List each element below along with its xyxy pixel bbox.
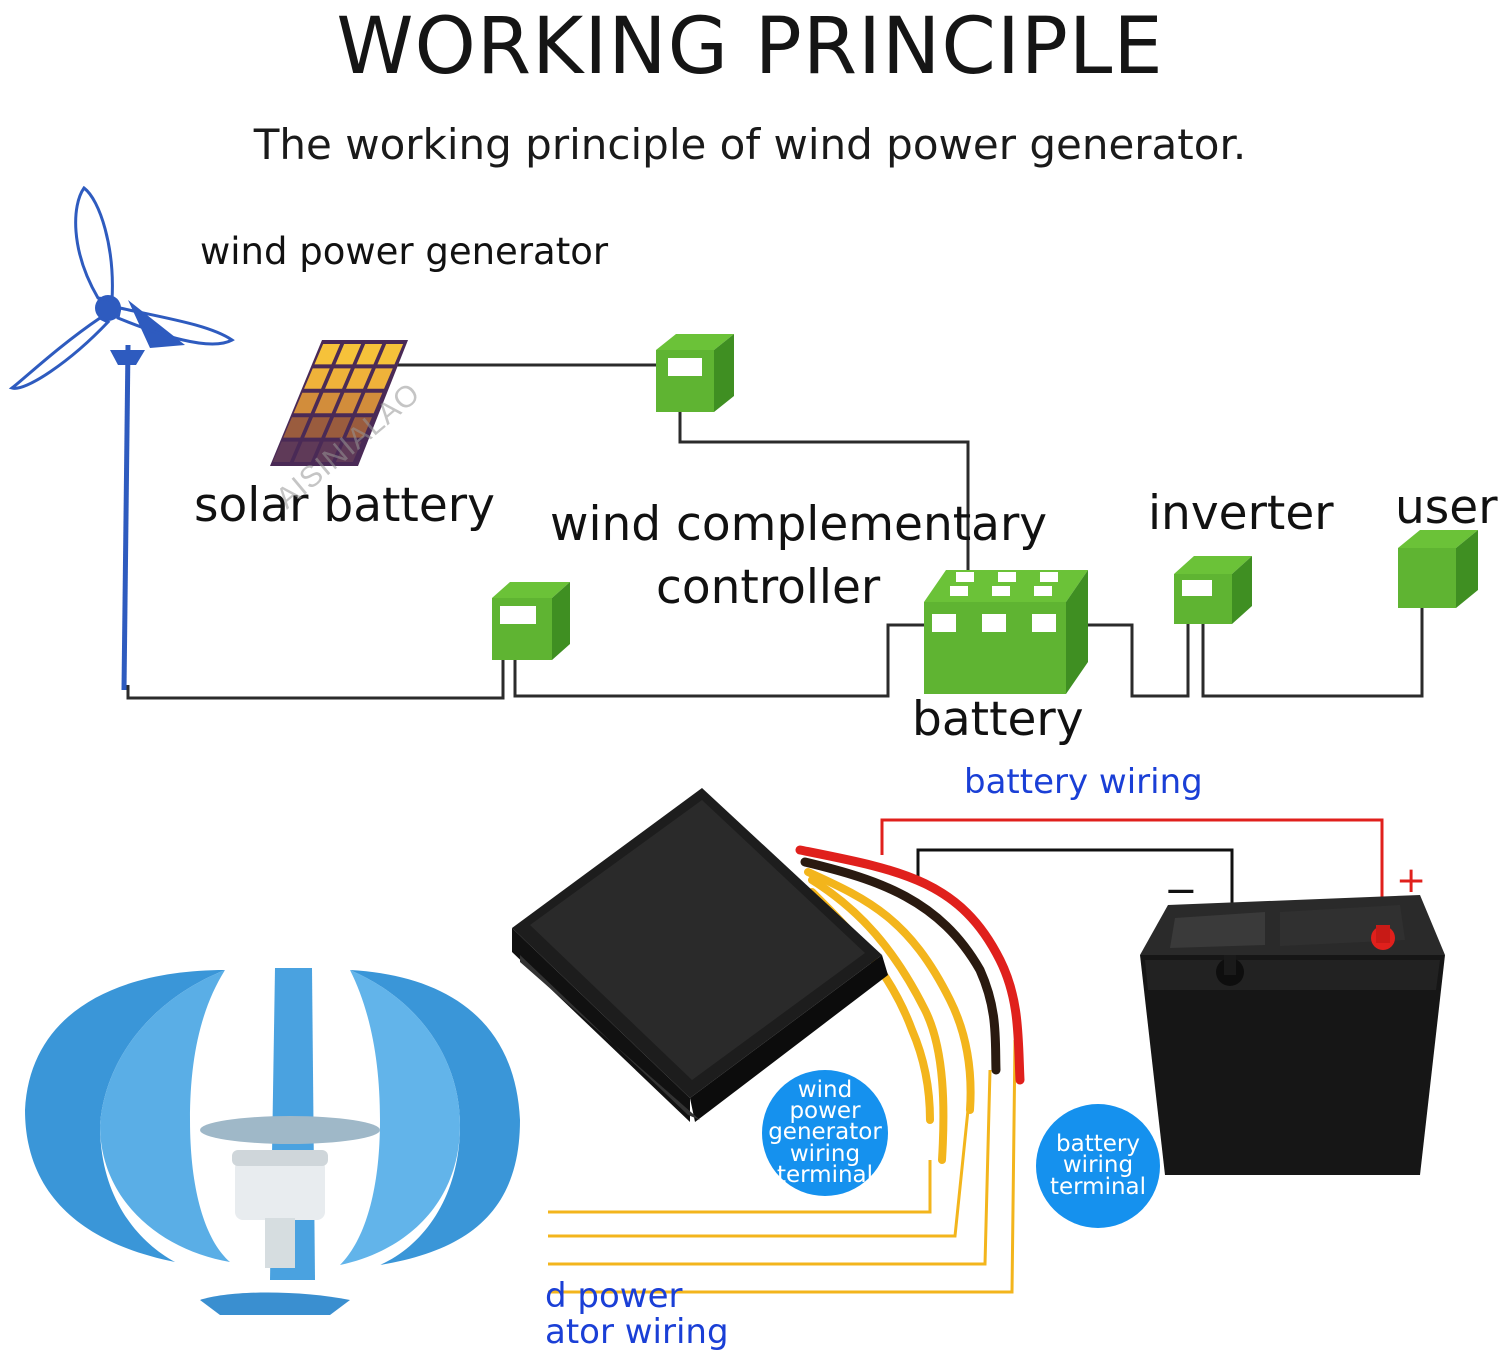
controller-box-icon <box>656 334 734 412</box>
page-title: WORKING PRINCIPLE <box>336 2 1164 92</box>
solar-cell <box>293 392 320 414</box>
badge-battery-line1: battery <box>1056 1131 1140 1158</box>
inverter-box-icon <box>1174 556 1252 624</box>
solar-cell <box>335 392 362 414</box>
solar-cell <box>325 368 351 389</box>
label-generator-wiring-line1: d power <box>545 1276 683 1316</box>
solar-cell <box>335 344 362 365</box>
generator-box-icon <box>492 582 570 660</box>
plus-sign: + <box>1396 860 1427 901</box>
badge-wind-line5: terminal <box>776 1161 874 1188</box>
badge-battery-terminal: battery wiring terminal <box>1036 1104 1160 1228</box>
lantern-turbine-icon <box>25 968 520 1315</box>
wind-turbine-icon <box>8 185 235 691</box>
solar-cell <box>314 392 341 414</box>
battery-box-icon <box>924 570 1088 694</box>
label-solar-battery: solar battery <box>194 478 495 533</box>
red-battery-wire <box>880 818 1384 930</box>
label-wind-generator: wind power generator <box>200 230 609 273</box>
solar-cell <box>283 417 309 438</box>
generator-wires <box>548 1039 1017 1294</box>
label-controller-line2: controller <box>656 560 881 615</box>
badge-wind-line4: wiring <box>789 1140 861 1167</box>
label-battery: battery <box>912 692 1084 747</box>
controller-unit-icon <box>512 788 888 1122</box>
label-user: user <box>1395 480 1498 535</box>
diagram-wires <box>126 363 1424 700</box>
badge-wind-terminal: wind power generator wiring terminal <box>762 1070 888 1196</box>
solar-cell <box>272 441 299 462</box>
solar-cell <box>314 344 341 365</box>
solar-cell <box>377 344 404 365</box>
label-generator-wiring-line2: ator wiring <box>545 1312 729 1352</box>
badge-wind-line1: wind <box>797 1077 853 1104</box>
wire-battery-to-inverter <box>1088 622 1190 698</box>
solar-cell <box>293 441 320 462</box>
badge-battery-line3: terminal <box>1049 1173 1147 1200</box>
solar-cell <box>346 368 372 389</box>
wire-inverter-to-user <box>1201 605 1424 698</box>
controller-wire-bundle <box>795 845 1025 1164</box>
solar-panel-icon <box>270 340 408 466</box>
solar-cell <box>346 417 372 438</box>
badge-wind-line3: generator <box>768 1119 882 1146</box>
solar-cell <box>356 392 383 414</box>
wire-controller-to-battery <box>678 410 970 575</box>
solar-cell <box>304 417 330 438</box>
minus-sign: − <box>1164 868 1198 914</box>
car-battery-icon <box>1140 895 1445 1175</box>
system-diagram <box>8 185 1478 700</box>
label-controller-line1: wind complementary <box>550 497 1048 552</box>
badge-battery-line2: wiring <box>1062 1152 1134 1179</box>
label-inverter: inverter <box>1148 486 1334 541</box>
solar-cell <box>314 441 341 462</box>
wire-box-to-battery <box>513 623 925 698</box>
user-box-icon <box>1398 530 1478 608</box>
solar-cell <box>325 417 351 438</box>
label-battery-wiring: battery wiring <box>964 762 1203 802</box>
solar-cell <box>304 368 330 389</box>
solar-cell <box>367 368 393 389</box>
solar-cell <box>335 441 362 462</box>
badge-wind-line2: power <box>789 1098 861 1125</box>
solar-cell <box>356 344 383 365</box>
wire-generator-to-box <box>126 655 505 700</box>
page-subtitle: The working principle of wind power gene… <box>253 120 1247 169</box>
